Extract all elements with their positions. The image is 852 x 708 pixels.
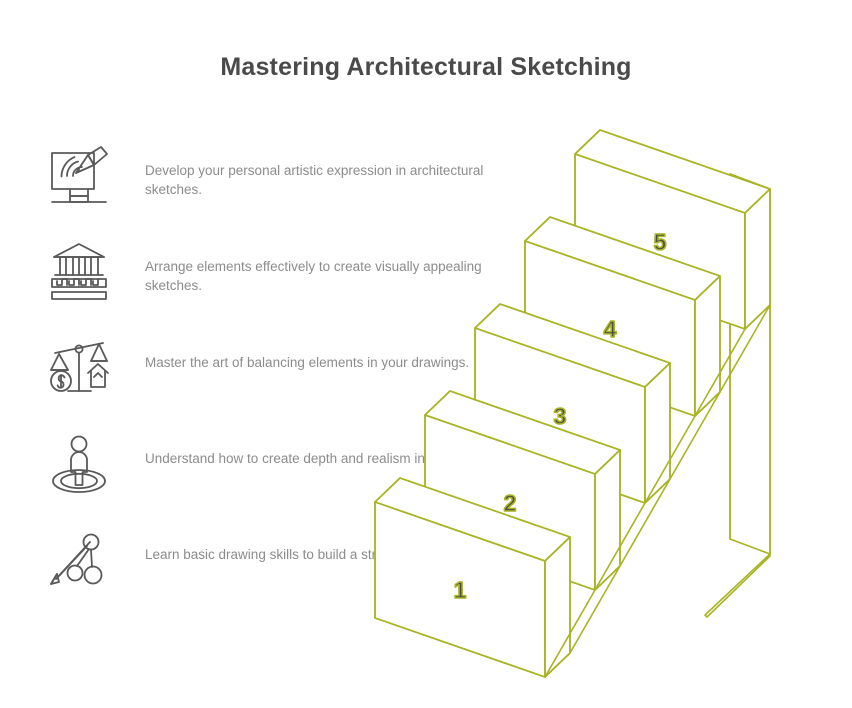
list-item-text: Master the art of balancing elements in … [145, 355, 470, 370]
list-item-text: Understand how to create depth and reali… [145, 451, 486, 466]
step-label-5: 5 [654, 229, 667, 255]
list-item: Master the art of balancing elements in … [40, 332, 540, 428]
base-connector-lines [544, 304, 771, 678]
list-item: Understand how to create depth and reali… [40, 428, 540, 524]
balance-scale-money-house-icon [40, 332, 118, 404]
step-label-3: 3 [554, 403, 567, 429]
page-title: Mastering Architectural Sketching [220, 53, 632, 81]
step-label-4: 4 [604, 316, 617, 342]
step-label-1: 1 [454, 577, 467, 603]
step-label-2: 2 [504, 490, 517, 516]
classical-building-icon [40, 236, 118, 308]
step-description-list: Develop your personal artistic expressio… [40, 140, 540, 620]
list-item: Arrange elements effectively to create v… [40, 236, 540, 332]
list-item-text: Arrange elements effectively to create v… [145, 259, 482, 293]
drawing-tablet-pencil-icon [40, 140, 118, 212]
list-item: Develop your personal artistic expressio… [40, 140, 540, 236]
list-item-text: Develop your personal artistic expressio… [145, 163, 484, 197]
arrow-nodes-icon [40, 524, 118, 596]
person-in-circle-icon [40, 428, 118, 500]
isometric-staircase: 5 4 3 [374, 110, 830, 690]
